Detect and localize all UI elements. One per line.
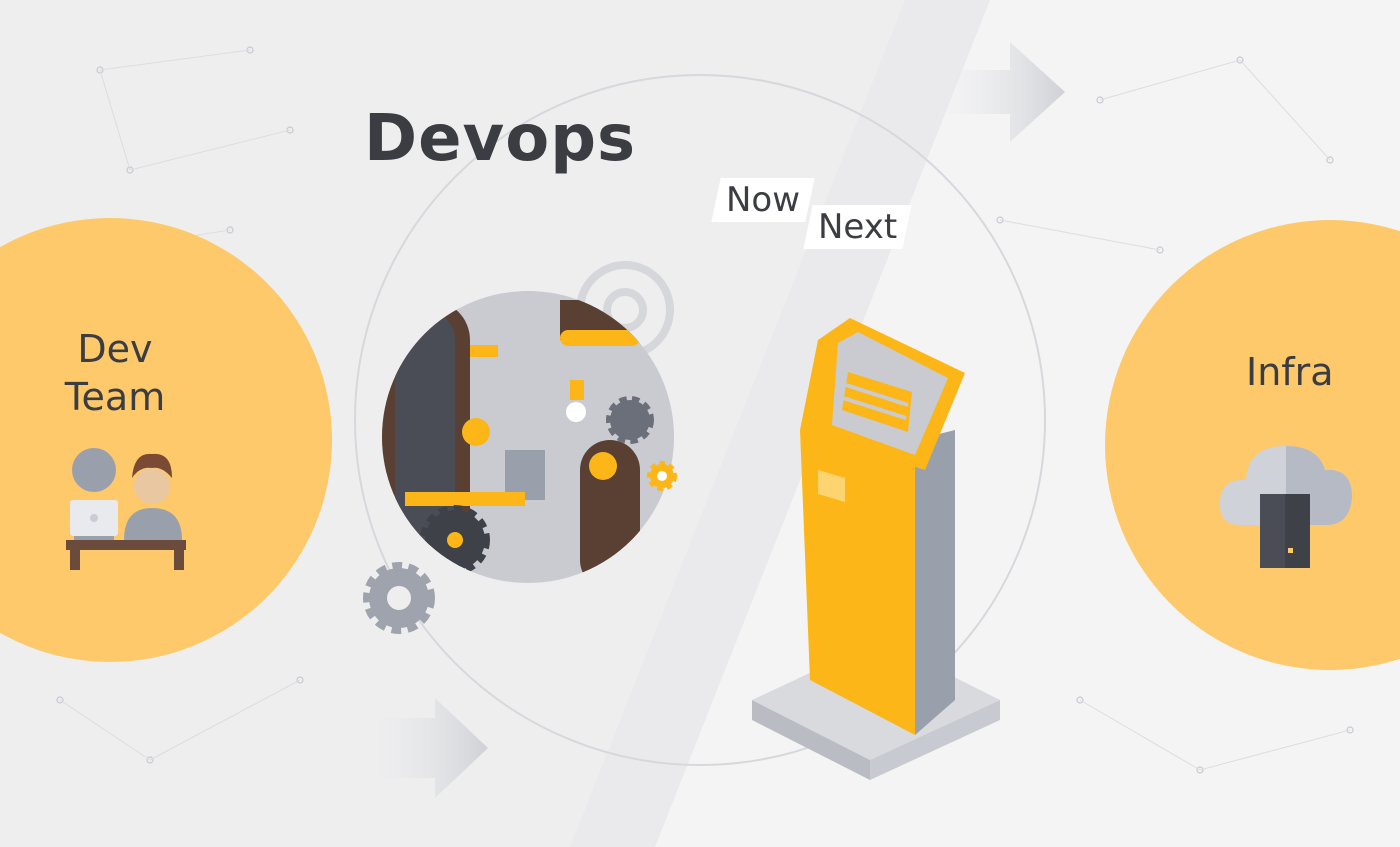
infra-label: Infra	[1246, 350, 1334, 394]
center-ring	[354, 74, 1046, 766]
dev-team-line2: Team	[64, 375, 166, 419]
machinery-illustration	[382, 291, 674, 583]
dev-team-label: Dev Team	[55, 325, 175, 421]
dev-team-circle	[0, 218, 332, 662]
page-title: Devops	[364, 102, 637, 176]
dev-team-line1: Dev	[77, 327, 153, 371]
gear-icon	[363, 562, 435, 634]
tag-next: Next	[803, 205, 912, 249]
right-panel	[570, 0, 1400, 847]
tag-now: Now	[711, 178, 815, 222]
developer-icon	[66, 448, 186, 570]
network-lines	[39, 49, 1351, 771]
infra-circle	[1105, 220, 1400, 670]
kiosk-illustration	[752, 318, 1000, 780]
tag-next-label: Next	[818, 207, 898, 247]
tag-now-label: Now	[726, 180, 801, 220]
network-dots	[36, 46, 1354, 774]
arrow-right-icon	[360, 698, 488, 798]
cloud-server-icon	[1219, 446, 1352, 568]
gear-icon	[647, 461, 677, 491]
arrow-right-icon	[930, 42, 1065, 142]
